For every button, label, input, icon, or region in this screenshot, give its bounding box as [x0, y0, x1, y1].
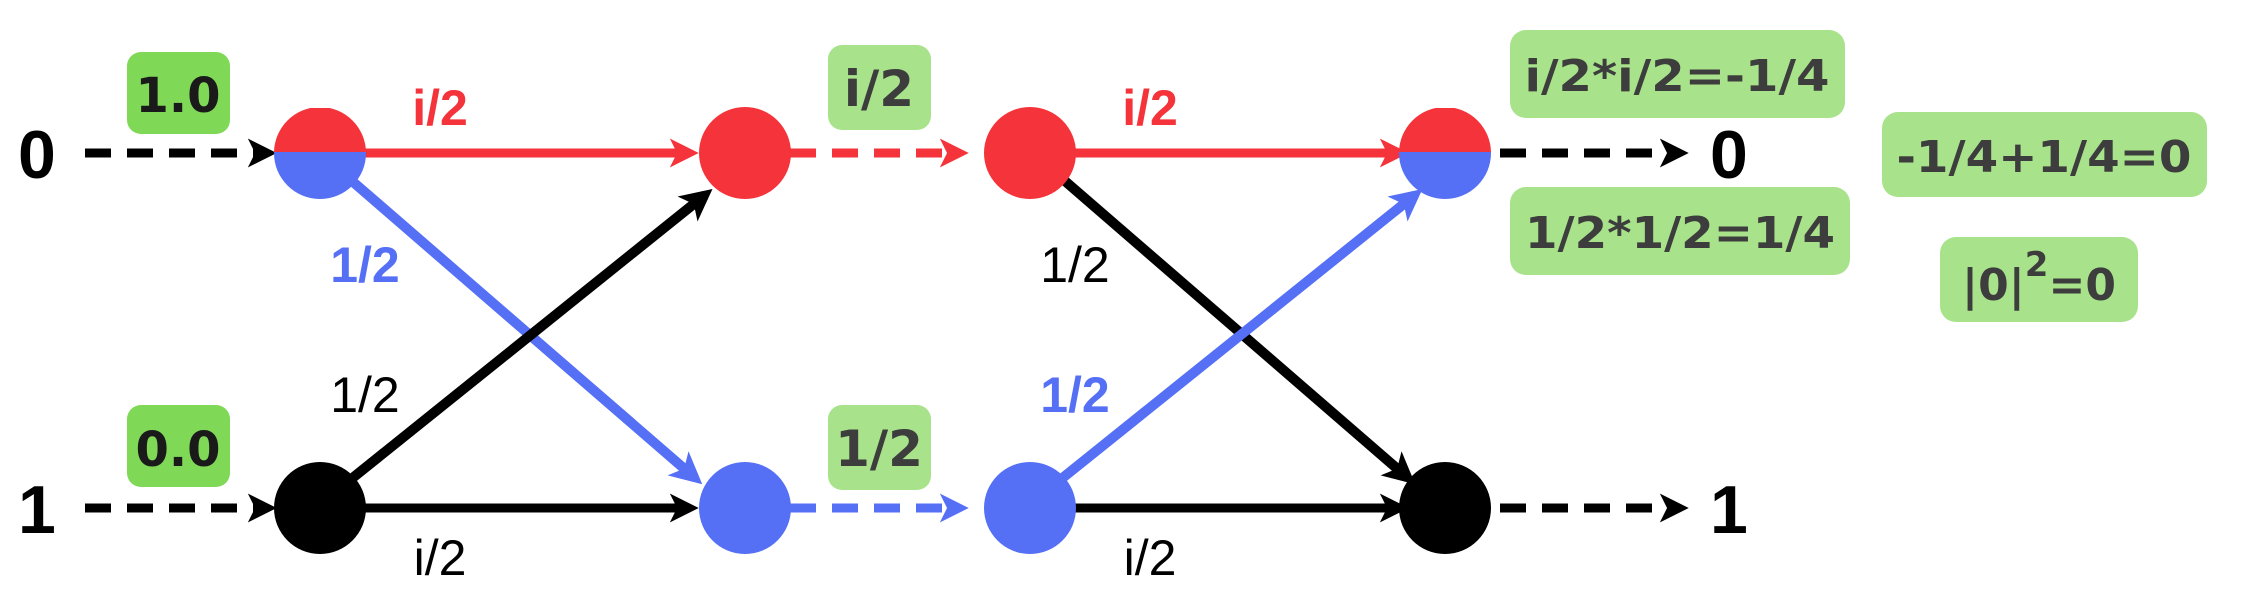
amp-badge-1-text: 0.0 — [135, 422, 220, 478]
edge-cross-black-right — [1054, 171, 1416, 485]
calc-red-path-badge — [1510, 30, 1845, 118]
edge-label-top-left: i/2 — [412, 80, 468, 136]
output-label-0: 0 — [1710, 117, 1748, 193]
calc-blue-path-badge — [1510, 187, 1850, 275]
edge-cross-black-left — [346, 188, 713, 484]
node-mid-bottom-a — [699, 462, 791, 554]
edge-label-cross-black-right: 1/2 — [1040, 237, 1110, 293]
mid-amp-badge-top — [828, 45, 931, 130]
node-bottom-right — [1399, 462, 1491, 554]
node-mid-top-b — [984, 107, 1076, 199]
edge-label-cross-blue-left: 1/2 — [330, 237, 400, 293]
input-label-0: 0 — [18, 117, 56, 193]
mid-amp-badge-top-text: i/2 — [844, 60, 914, 118]
node-mid-top-a — [699, 107, 791, 199]
amp-badge-1 — [127, 405, 230, 487]
calc-sum-text: -1/4+1/4=0 — [1897, 132, 2192, 183]
mid-amp-badge-bottom — [828, 405, 931, 490]
calc-prob-result: =0 — [2048, 260, 2115, 311]
input-label-1: 1 — [18, 472, 56, 548]
node-mid-bottom-b — [984, 462, 1076, 554]
edge-label-cross-black-left: 1/2 — [330, 367, 400, 423]
edge-cross-blue-left — [341, 171, 703, 485]
amp-badge-0 — [127, 52, 230, 134]
calc-prob-badge — [1940, 237, 2138, 322]
node-split-top-right — [1399, 108, 1491, 199]
amp-badge-0-text: 1.0 — [135, 68, 220, 124]
node-split-top-left — [274, 108, 366, 199]
calc-red-path-text: i/2*i/2=-1/4 — [1525, 51, 1830, 102]
calc-prob-base: |0| — [1962, 260, 2025, 311]
calc-blue-path-text: 1/2*1/2=1/4 — [1525, 208, 1835, 259]
calc-sum-badge — [1882, 112, 2207, 197]
mid-amp-badge-bottom-text: 1/2 — [835, 420, 923, 478]
calc-prob-text: |0|2=0 — [1962, 245, 2116, 311]
output-label-1: 1 — [1710, 472, 1748, 548]
edge-cross-blue-right — [1056, 188, 1423, 484]
calc-prob-exp: 2 — [2025, 245, 2049, 285]
edge-label-top-right: i/2 — [1122, 80, 1178, 136]
edge-label-cross-blue-right: 1/2 — [1040, 367, 1110, 423]
edge-label-bottom-left: i/2 — [414, 530, 467, 586]
edge-label-bottom-right: i/2 — [1124, 530, 1177, 586]
node-bottom-left — [274, 462, 366, 554]
